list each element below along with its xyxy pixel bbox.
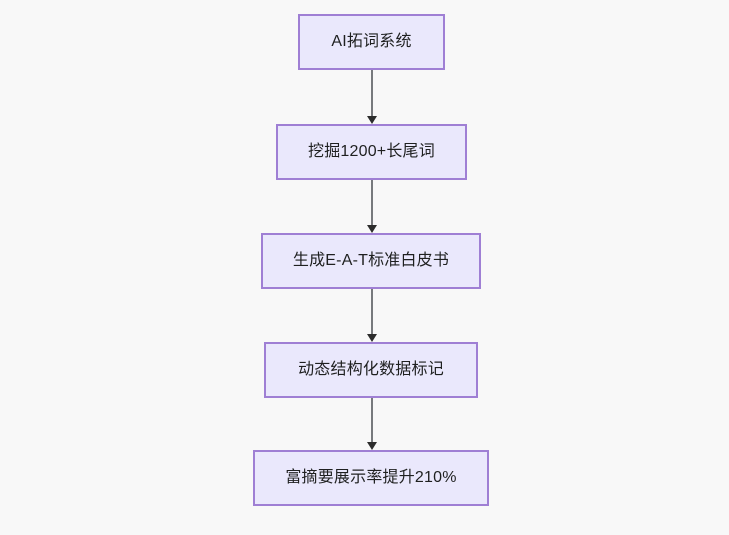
flow-node-label: AI拓词系统 (331, 33, 412, 50)
flow-edge-n3-to-n4 (367, 289, 377, 342)
flow-node-n5[interactable]: 富摘要展示率提升210% (253, 450, 489, 506)
flow-node-label: 富摘要展示率提升210% (285, 469, 457, 486)
edge-line (371, 70, 373, 118)
arrowhead-icon (367, 116, 377, 124)
flow-node-n3[interactable]: 生成E-A-T标准白皮书 (261, 233, 481, 289)
flow-node-n1[interactable]: AI拓词系统 (298, 14, 445, 70)
edge-line (371, 180, 373, 227)
arrowhead-icon (367, 442, 377, 450)
arrowhead-icon (367, 334, 377, 342)
flow-node-label: 动态结构化数据标记 (298, 361, 444, 378)
edge-line (371, 289, 373, 336)
flow-node-label: 挖掘1200+长尾词 (308, 143, 435, 160)
flow-edge-n2-to-n3 (367, 180, 377, 233)
flow-edge-n1-to-n2 (367, 70, 377, 124)
flow-node-n4[interactable]: 动态结构化数据标记 (264, 342, 478, 398)
arrowhead-icon (367, 225, 377, 233)
flow-edge-n4-to-n5 (367, 398, 377, 450)
flow-node-n2[interactable]: 挖掘1200+长尾词 (276, 124, 467, 180)
flow-node-label: 生成E-A-T标准白皮书 (292, 252, 450, 269)
edge-line (371, 398, 373, 444)
